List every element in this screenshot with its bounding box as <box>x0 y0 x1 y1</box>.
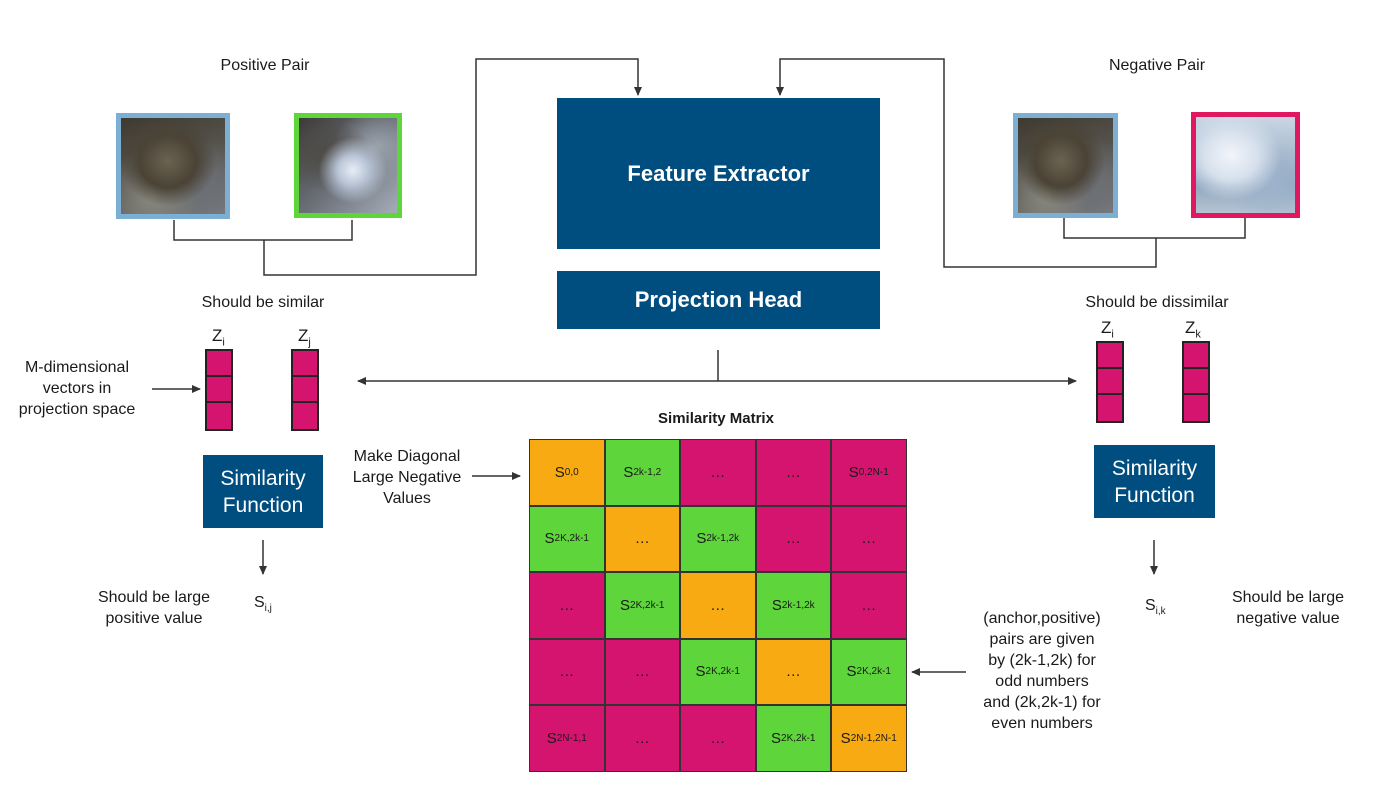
matrix-cell: … <box>831 505 907 572</box>
matrix-cell-text: … <box>634 530 650 548</box>
matrix-cell: … <box>680 439 756 506</box>
matrix-cell-subscript: 0,2N-1 <box>858 466 889 478</box>
matrix-cell-subscript: 2k-1,2k <box>706 533 740 545</box>
matrix-cell-text: … <box>710 596 726 614</box>
matrix-cell-text: S <box>546 729 557 747</box>
should-be-large-positive-label: Should be large positive value <box>97 589 211 627</box>
sik-label: Si,k <box>1145 597 1166 618</box>
zi-right-label: Zi <box>1101 318 1114 341</box>
matrix-cell-text: … <box>559 596 575 614</box>
projection-head-box: Projection Head <box>557 271 880 329</box>
matrix-cell: … <box>755 505 831 572</box>
matrix-cell: … <box>604 505 680 572</box>
matrix-cell-subscript: 2K,2k-1 <box>856 666 891 678</box>
matrix-cell-text: S <box>623 463 634 481</box>
similarity-function-right-label: Similarity Function <box>1111 456 1198 507</box>
matrix-cell-text: S <box>840 729 851 747</box>
should-be-dissimilar-label: Should be dissimilar <box>1085 294 1229 311</box>
zk-label: Zk <box>1185 318 1201 341</box>
negative-sample-image <box>1191 112 1300 218</box>
positive-pair-title: Positive Pair <box>220 57 310 74</box>
matrix-cell: … <box>604 705 680 772</box>
matrix-cell-text: S <box>620 596 631 614</box>
matrix-cell: … <box>529 638 605 705</box>
positive-augmented-image <box>294 113 402 218</box>
negative-anchor-image <box>1013 113 1118 218</box>
matrix-cell: … <box>755 638 831 705</box>
matrix-cell-text: S <box>771 596 782 614</box>
matrix-cell-subscript: 2k-1,2k <box>781 599 815 611</box>
matrix-cell-subscript: 2K,2k-1 <box>781 732 816 744</box>
matrix-cell-subscript: 0,0 <box>564 466 579 478</box>
matrix-cell-text: … <box>861 530 877 548</box>
zi-left-label: Zi <box>212 326 225 349</box>
projection-head-label: Projection Head <box>634 287 803 312</box>
matrix-cell-text: S <box>846 663 857 681</box>
zi-right-vector <box>1096 341 1124 423</box>
negative-pair-title: Negative Pair <box>1108 57 1206 74</box>
matrix-cell-text: … <box>559 663 575 681</box>
pairs-note: (anchor,positive) pairs are given by (2k… <box>983 610 1101 732</box>
zj-label: Zj <box>298 326 311 349</box>
matrix-cell: … <box>604 638 680 705</box>
zi-left-vector <box>205 349 233 431</box>
positive-anchor-image <box>116 113 230 219</box>
matrix-cell-subscript: 2N-1,2N-1 <box>850 732 897 744</box>
matrix-cell-subscript: 2k-1,2 <box>633 466 662 478</box>
m-dimensional-note: M-dimensional vectors in projection spac… <box>18 359 136 418</box>
zj-vector <box>291 349 319 431</box>
matrix-cell-text: … <box>861 596 877 614</box>
make-diagonal-note: Make Diagonal Large Negative Values <box>352 448 462 507</box>
similarity-function-left-box: Similarity Function <box>203 455 323 528</box>
negative-pair-bracket <box>1063 218 1246 239</box>
matrix-cell-subscript: 2K,2k-1 <box>705 666 740 678</box>
matrix-cell-text: S <box>554 463 565 481</box>
feature-extractor-label: Feature Extractor <box>627 160 810 186</box>
matrix-cell-text: … <box>634 729 650 747</box>
matrix-cell-text: S <box>848 463 859 481</box>
matrix-cell-text: S <box>696 530 707 548</box>
matrix-cell-text: … <box>785 663 801 681</box>
matrix-cell-subscript: 2N-1,1 <box>556 732 587 744</box>
matrix-cell-text: … <box>785 530 801 548</box>
matrix-cell-text: S <box>771 729 782 747</box>
similarity-function-left-label: Similarity Function <box>220 466 306 517</box>
matrix-cell-text: … <box>634 663 650 681</box>
similarity-function-right-box: Similarity Function <box>1094 445 1215 518</box>
should-be-similar-label: Should be similar <box>201 294 325 311</box>
matrix-cell-text: S <box>544 530 555 548</box>
sij-label: Si,j <box>254 594 272 615</box>
matrix-cell-text: … <box>785 463 801 481</box>
matrix-cell: … <box>755 439 831 506</box>
matrix-cell-subscript: 2K,2k-1 <box>554 533 589 545</box>
feature-extractor-box: Feature Extractor <box>557 98 880 249</box>
matrix-cell-subscript: 2K,2k-1 <box>630 599 665 611</box>
positive-pair-bracket <box>173 220 353 241</box>
should-be-large-negative-label: Should be large negative value <box>1231 589 1345 627</box>
matrix-cell-text: … <box>710 463 726 481</box>
zk-vector <box>1182 341 1210 423</box>
matrix-cell: … <box>680 572 756 639</box>
matrix-cell-text: … <box>710 729 726 747</box>
matrix-cell: … <box>529 572 605 639</box>
matrix-cell: … <box>680 705 756 772</box>
matrix-cell-text: S <box>695 663 706 681</box>
similarity-matrix-title: Similarity Matrix <box>658 410 774 427</box>
matrix-cell: … <box>831 572 907 639</box>
